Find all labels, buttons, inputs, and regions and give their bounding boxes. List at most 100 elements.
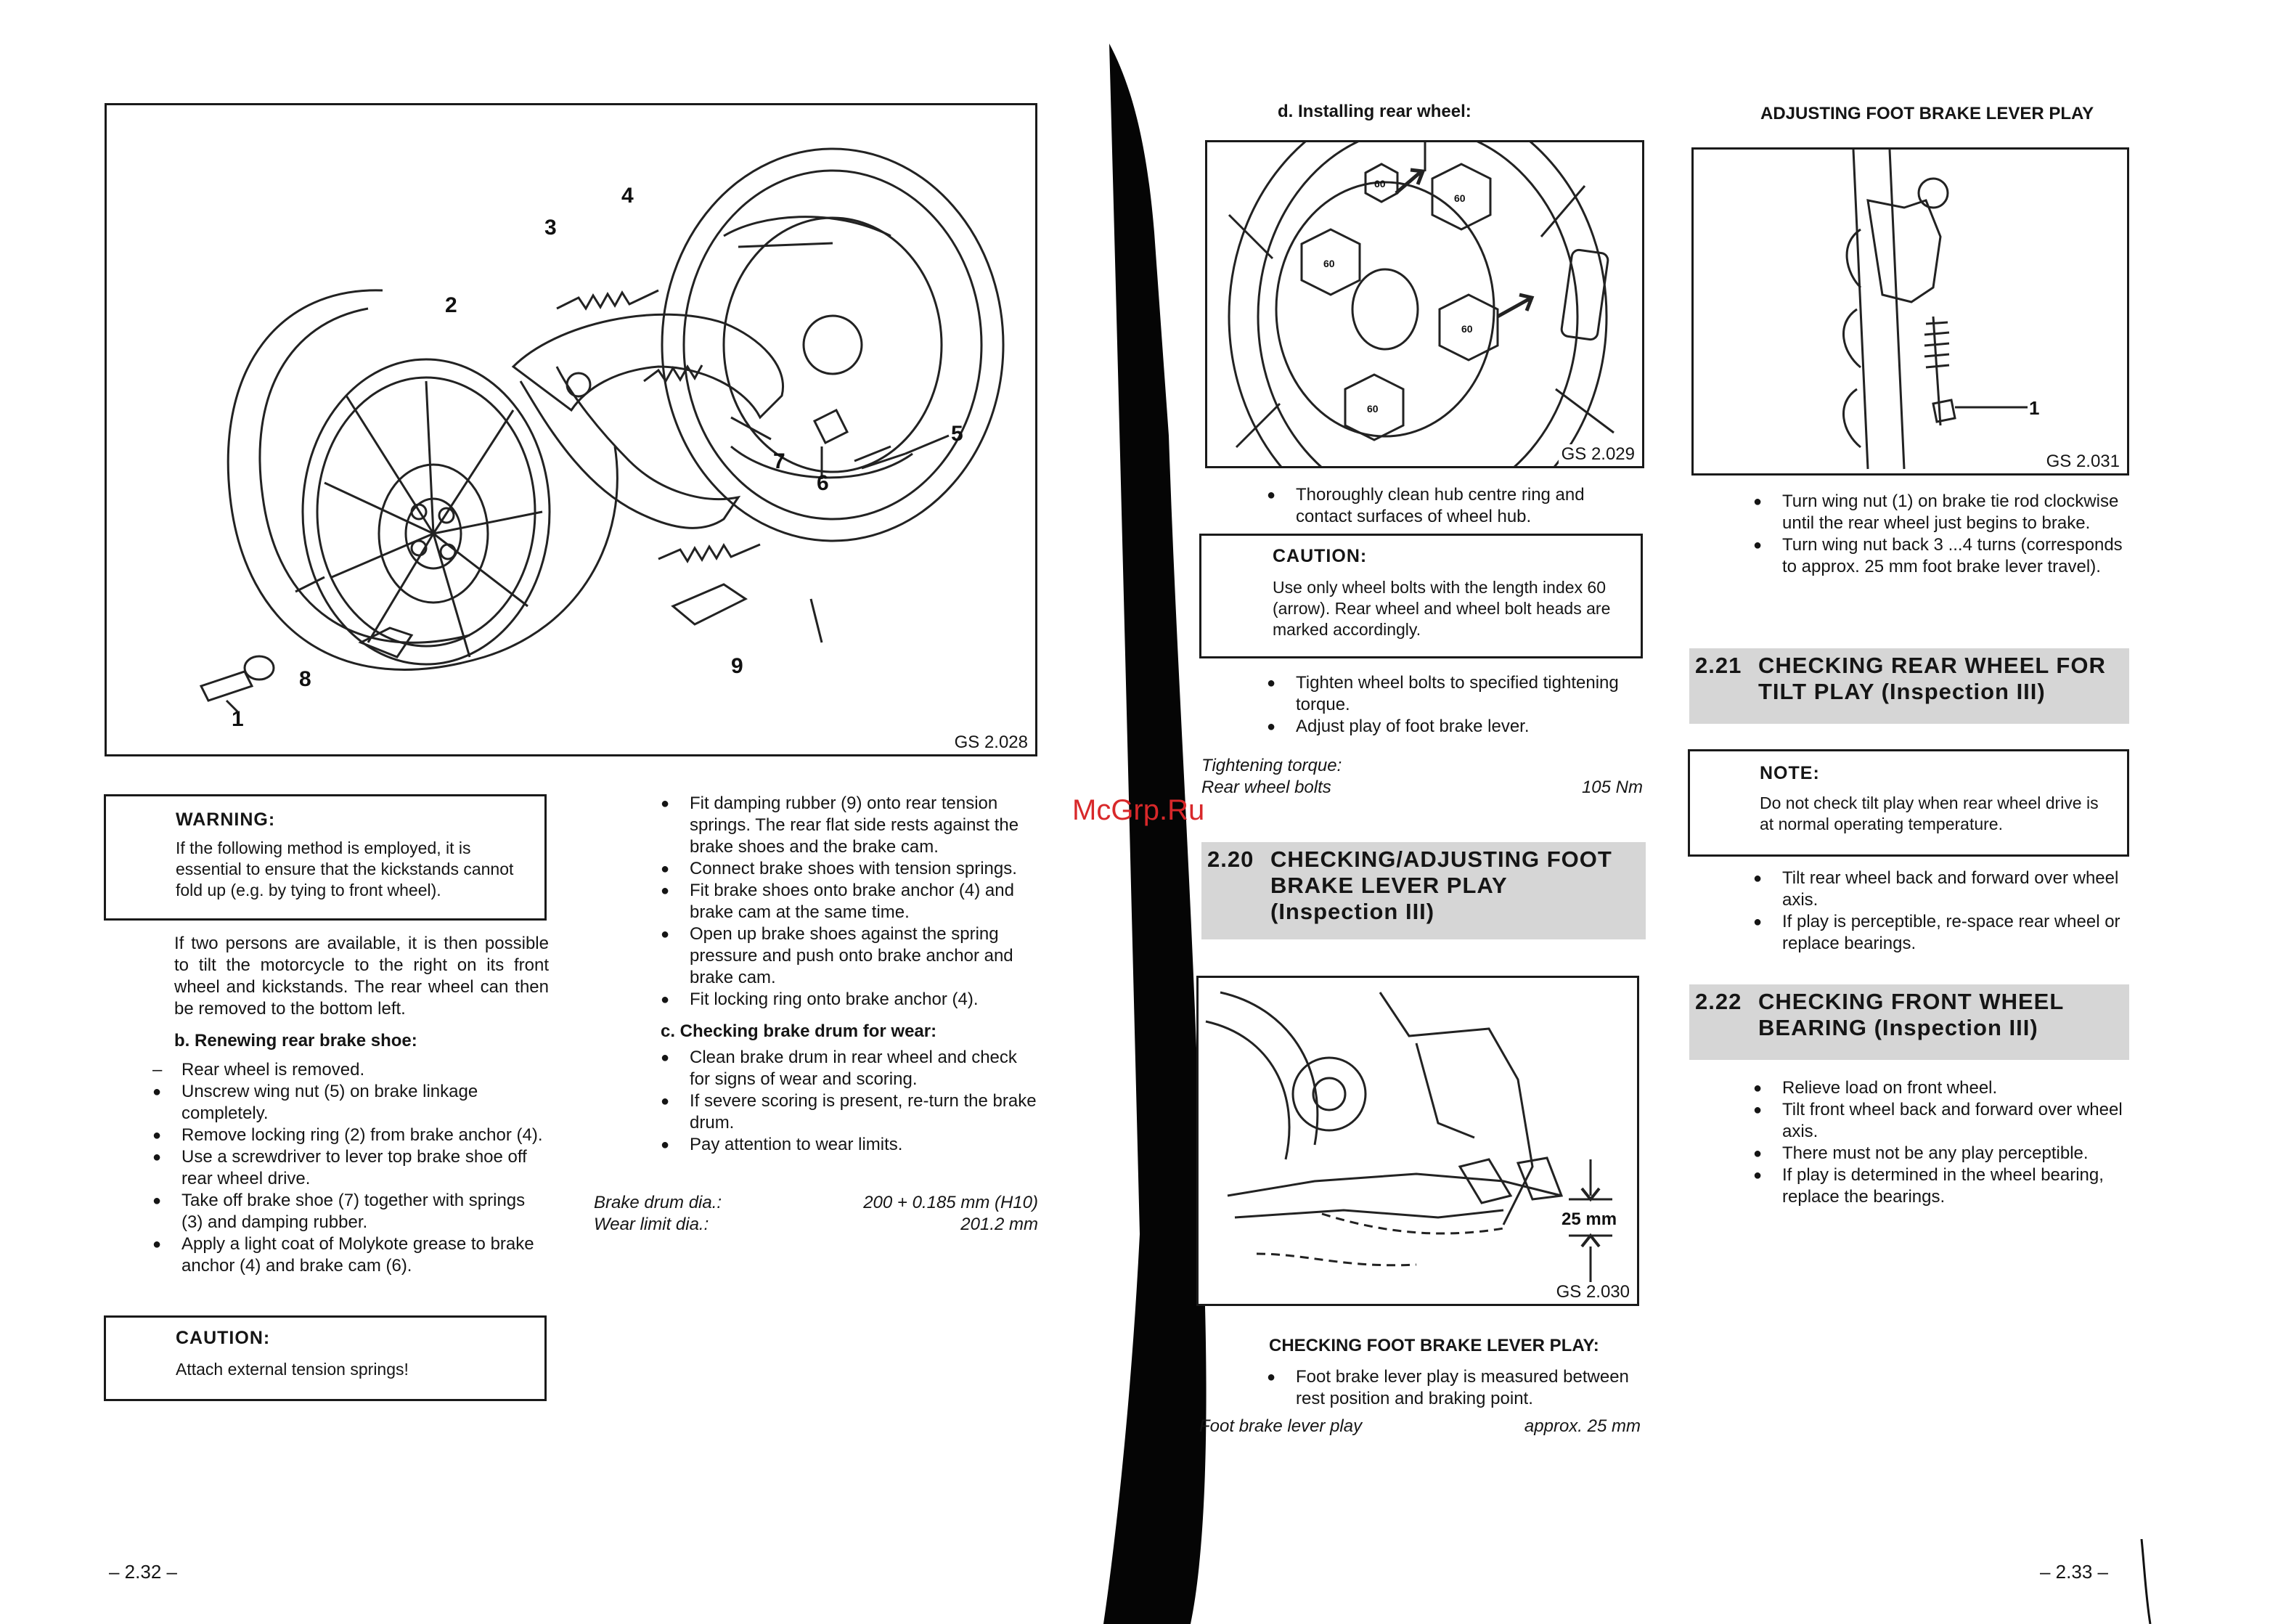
list-item: There must not be any play perceptible. xyxy=(1753,1143,2129,1164)
list-item: Tilt front wheel back and forward over w… xyxy=(1753,1099,2129,1143)
note-box: NOTE: Do not check tilt play when rear w… xyxy=(1688,749,2129,857)
wheel-bolts-drawing: 60 60 60 60 60 xyxy=(1228,142,1615,466)
figure-label: GS 2.030 xyxy=(1553,1282,1633,1302)
callout-2: 2 xyxy=(445,293,457,317)
list-item: Pay attention to wear limits. xyxy=(661,1134,1038,1156)
list-item: Tilt rear wheel back and forward over wh… xyxy=(1753,868,2129,911)
spec-value: 200 + 0.185 mm (H10) xyxy=(863,1193,1038,1212)
wing-nut-drawing: 1 xyxy=(1842,150,2039,470)
list-item: Fit brake shoes onto brake anchor (4) an… xyxy=(661,880,1038,923)
list-item: Rear wheel is removed. xyxy=(152,1059,549,1081)
spec-row: Brake drum dia.: 200 + 0.185 mm (H10) xyxy=(594,1192,1038,1214)
brake-drum-specs: Brake drum dia.: 200 + 0.185 mm (H10) Wea… xyxy=(594,1192,1038,1236)
warning-text: If the following method is employed, it … xyxy=(176,838,514,899)
section-2-20-heading: 2.20 CHECKING/ADJUSTING FOOT BRAKE LEVER… xyxy=(1201,842,1646,939)
spec-row: Rear wheel bolts 105 Nm xyxy=(1201,777,1643,799)
spec-label: Wear limit dia.: xyxy=(594,1215,709,1234)
section-number: 2.22 xyxy=(1695,989,1742,1014)
figure-rear-brake-exploded: 1 2 3 4 5 6 7 8 9 GS 2.028 xyxy=(105,103,1037,756)
figure-foot-brake-lever: 25 mm GS 2.030 xyxy=(1196,976,1639,1306)
list-item: Remove locking ring (2) from brake ancho… xyxy=(152,1125,549,1146)
list-item: Relieve load on front wheel. xyxy=(1753,1077,2129,1099)
after-caution-list: Tighten wheel bolts to specified tighten… xyxy=(1267,672,1644,738)
list-2-21: Tilt rear wheel back and forward over wh… xyxy=(1753,868,2129,955)
list-item: Open up brake shoes against the spring p… xyxy=(661,923,1038,989)
section-b-title: b. Renewing rear brake shoe: xyxy=(174,1031,417,1050)
section-2-22-heading: 2.22 CHECKING FRONT WHEEL BEARING (Inspe… xyxy=(1689,984,2129,1060)
lever-play-spec: Foot brake lever play approx. 25 mm xyxy=(1199,1416,1641,1437)
section-title: CHECKING REAR WHEEL FOR TILT PLAY (Inspe… xyxy=(1758,653,2106,704)
list-item: Turn wing nut back 3 ...4 turns (corresp… xyxy=(1753,534,2129,578)
list-item: Take off brake shoe (7) together with sp… xyxy=(152,1190,549,1233)
figure-label: GS 2.029 xyxy=(1558,444,1638,465)
spec-row: Wear limit dia.: 201.2 mm xyxy=(594,1214,1038,1236)
callout-1: 1 xyxy=(232,707,244,731)
callout-6: 6 xyxy=(817,471,829,495)
intro-paragraph: If two persons are available, it is then… xyxy=(174,934,549,1019)
callout-1: 1 xyxy=(2029,397,2039,419)
figure-label: GS 2.028 xyxy=(951,733,1031,753)
spec-value: 105 Nm xyxy=(1581,778,1643,797)
spec-row: Foot brake lever play approx. 25 mm xyxy=(1199,1416,1641,1437)
list-item: Connect brake shoes with tension springs… xyxy=(661,858,1038,880)
index-mark: 60 xyxy=(1367,403,1379,415)
spec-label: Rear wheel bolts xyxy=(1201,778,1331,797)
caution-title: CAUTION: xyxy=(176,1328,271,1348)
clean-item: Thoroughly clean hub centre ring and con… xyxy=(1267,484,1644,528)
section-2-21-heading: 2.21 CHECKING REAR WHEEL FOR TILT PLAY (… xyxy=(1689,648,2129,724)
list-item: Clean brake drum in rear wheel and check… xyxy=(661,1047,1038,1090)
figure-wing-nut: 1 GS 2.031 xyxy=(1691,147,2129,476)
torque-spec: Tightening torque: Rear wheel bolts 105 N… xyxy=(1201,755,1643,799)
dimension-label: 25 mm xyxy=(1562,1209,1617,1229)
list-item: Turn wing nut (1) on brake tie rod clock… xyxy=(1753,491,2129,534)
caution-box-left: CAUTION: Attach external tension springs… xyxy=(104,1315,547,1401)
torque-heading: Tightening torque: xyxy=(1201,756,1342,775)
left-column-2: Fit damping rubber (9) onto rear tension… xyxy=(661,793,1038,1156)
section-c-title: c. Checking brake drum for wear: xyxy=(661,1021,937,1041)
callout-8: 8 xyxy=(299,667,311,691)
spec-value: approx. 25 mm xyxy=(1524,1416,1641,1436)
list-2-22: Relieve load on front wheel. Tilt front … xyxy=(1753,1077,2129,1208)
callout-4: 4 xyxy=(621,184,634,208)
check-play-title: CHECKING FOOT BRAKE LEVER PLAY: xyxy=(1269,1336,1599,1355)
index-mark: 60 xyxy=(1374,178,1386,189)
page-number-right: – 2.33 – xyxy=(2040,1561,2108,1583)
check-play-list: Foot brake lever play is measured betwee… xyxy=(1267,1366,1641,1410)
spec-label: Foot brake lever play xyxy=(1199,1416,1363,1436)
callout-7: 7 xyxy=(773,449,785,473)
list-item: Use a screwdriver to lever top brake sho… xyxy=(152,1146,549,1190)
section-b-list: Rear wheel is removed. Unscrew wing nut … xyxy=(152,1059,549,1277)
figure-label: GS 2.031 xyxy=(2043,452,2123,472)
list-item: Fit damping rubber (9) onto rear tension… xyxy=(661,793,1038,858)
list-item: Foot brake lever play is measured betwee… xyxy=(1267,1366,1641,1410)
note-text: Do not check tilt play when rear wheel d… xyxy=(1760,793,2099,833)
callout-5: 5 xyxy=(951,422,963,446)
list-item: Unscrew wing nut (5) on brake linkage co… xyxy=(152,1081,549,1125)
foot-brake-drawing: 25 mm xyxy=(1205,991,1617,1283)
index-mark: 60 xyxy=(1454,192,1466,204)
caution-title: CAUTION: xyxy=(1273,546,1368,566)
list-item: Fit locking ring onto brake anchor (4). xyxy=(661,989,1038,1011)
caution-text: Use only wheel bolts with the length ind… xyxy=(1273,578,1611,639)
callout-9: 9 xyxy=(731,654,743,678)
watermark: McGrp.Ru xyxy=(1072,794,1205,826)
adjust-title: ADJUSTING FOOT BRAKE LEVER PLAY xyxy=(1760,104,2094,123)
figure-wheel-bolts: 60 60 60 60 60 GS 2.029 xyxy=(1205,140,1644,468)
caution-box-right: CAUTION: Use only wheel bolts with the l… xyxy=(1199,534,1643,658)
list-item: Tighten wheel bolts to specified tighten… xyxy=(1267,672,1644,716)
caution-text: Attach external tension springs! xyxy=(176,1360,409,1379)
spec-value: 201.2 mm xyxy=(960,1215,1038,1234)
list-item: If play is perceptible, re-space rear wh… xyxy=(1753,911,2129,955)
section-d-title: d. Installing rear wheel: xyxy=(1278,102,1471,121)
note-title: NOTE: xyxy=(1760,763,1820,783)
binding-shadow xyxy=(1103,44,1207,1624)
margin-mark xyxy=(2140,1539,2152,1624)
section-number: 2.21 xyxy=(1695,653,1742,678)
callout-3: 3 xyxy=(544,216,557,240)
section-title: CHECKING FRONT WHEEL BEARING (Inspection… xyxy=(1758,989,2064,1040)
section-c-list: Clean brake drum in rear wheel and check… xyxy=(661,1047,1038,1156)
section-title: CHECKING/ADJUSTING FOOT BRAKE LEVER PLAY… xyxy=(1270,846,1612,924)
spec-label: Brake drum dia.: xyxy=(594,1193,722,1212)
list-item: Adjust play of foot brake lever. xyxy=(1267,716,1644,738)
index-mark: 60 xyxy=(1323,258,1335,269)
